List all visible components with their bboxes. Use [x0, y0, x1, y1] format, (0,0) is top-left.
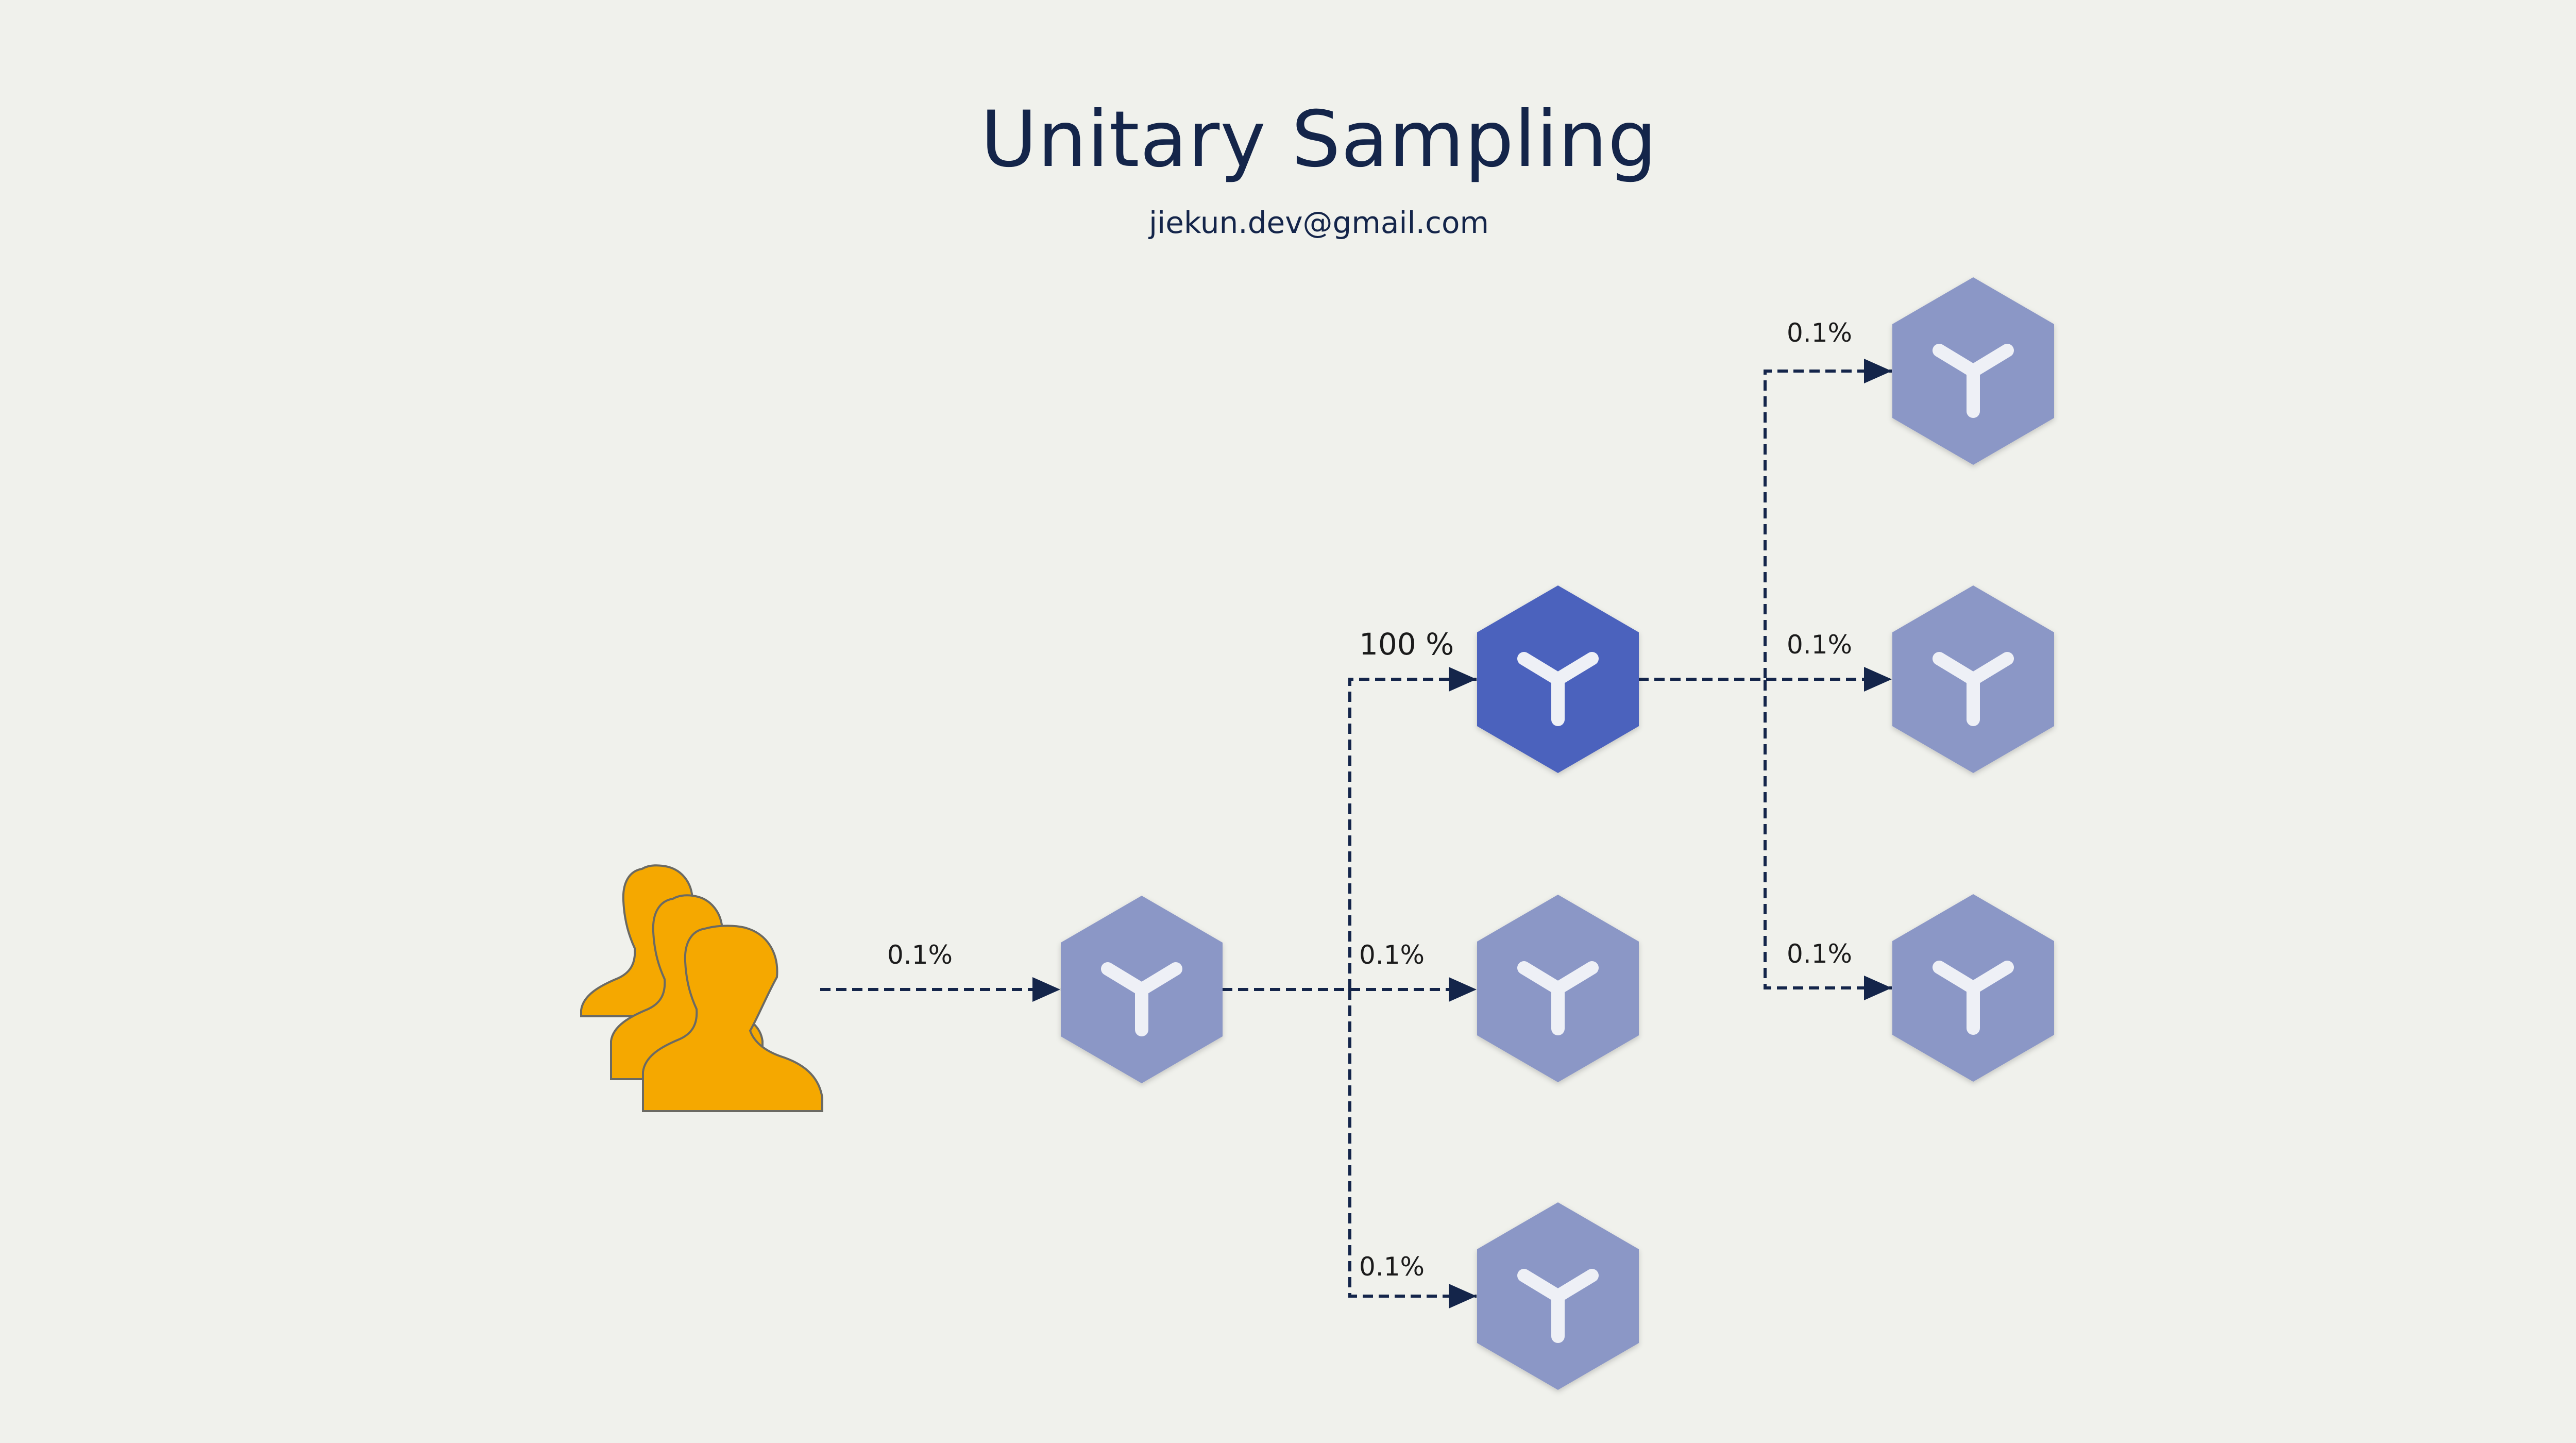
- edge-label-2a-3a: 0.1%: [1787, 318, 1852, 348]
- service-glyph-icon: [1933, 961, 2014, 1035]
- edges-layer: [820, 359, 1892, 1308]
- edge-2a-3c: [1638, 678, 1892, 1000]
- edge-entry-2c: [1222, 988, 1477, 1308]
- users-group-icon: [580, 864, 823, 1112]
- service-node-2a[interactable]: [1477, 585, 1639, 773]
- edge-label-entry-2b: 0.1%: [1359, 940, 1425, 970]
- edge-2a-3a: [1638, 359, 1892, 681]
- service-node-2b[interactable]: [1477, 895, 1639, 1082]
- edge-label-2a-3c: 0.1%: [1787, 939, 1852, 969]
- author-email: jiekun.dev@gmail.com: [1149, 205, 1489, 240]
- service-node-entry[interactable]: [1061, 896, 1223, 1083]
- edge-labels: 0.1% 100 % 0.1% 0.1% 0.1% 0.1% 0.1%: [887, 318, 1852, 1282]
- edge-label-entry-2c: 0.1%: [1359, 1252, 1425, 1282]
- service-glyph-icon: [1517, 1269, 1599, 1343]
- service-node-2c[interactable]: [1477, 1202, 1639, 1390]
- service-node-3a[interactable]: [1892, 277, 2054, 465]
- edge-label-entry-2a: 100 %: [1359, 627, 1454, 662]
- service-glyph-icon: [1933, 344, 2014, 418]
- service-glyph-icon: [1517, 652, 1599, 726]
- edge-label-users-entry: 0.1%: [887, 940, 953, 970]
- service-node-3c[interactable]: [1892, 894, 2054, 1082]
- edge-entry-2a: [1222, 667, 1477, 991]
- edge-label-2a-3b: 0.1%: [1787, 630, 1852, 660]
- service-glyph-icon: [1101, 962, 1182, 1036]
- service-glyph-icon: [1933, 652, 2014, 726]
- user-silhouette-front: [642, 925, 823, 1112]
- page-title: Unitary Sampling: [980, 95, 1657, 184]
- service-node-3b[interactable]: [1892, 585, 2054, 773]
- service-glyph-icon: [1517, 961, 1599, 1035]
